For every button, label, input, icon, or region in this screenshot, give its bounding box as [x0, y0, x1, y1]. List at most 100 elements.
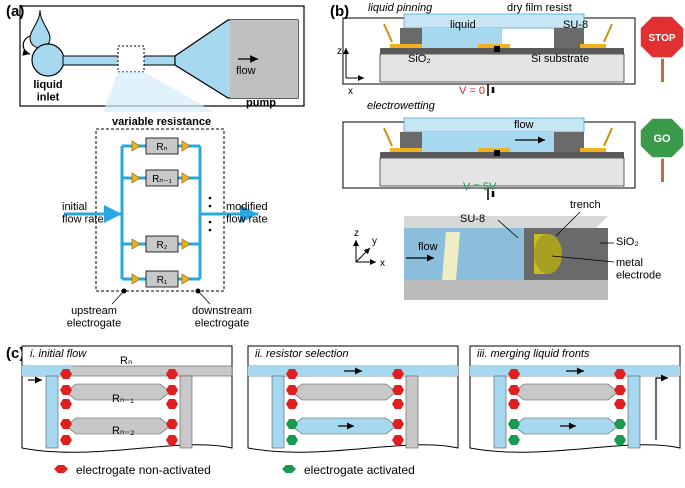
electrode-right — [580, 148, 606, 152]
upstream-gate-icon — [131, 238, 141, 250]
panel-b: (b) liquid pinning dry film resist liqui… — [330, 2, 685, 300]
electrode-left — [390, 148, 422, 152]
resistor-box — [145, 137, 179, 155]
electrogate-non-activated-icon — [392, 399, 404, 409]
leader-line — [551, 255, 615, 263]
ellipsis-dot — [208, 204, 212, 208]
left-manifold — [45, 375, 59, 449]
liquid-front — [442, 232, 460, 280]
stop-sign-post — [661, 50, 664, 82]
electrowetting-label: electrowetting — [367, 100, 436, 112]
su8-left — [400, 132, 422, 152]
sio2-layer — [380, 48, 624, 54]
su8-left — [400, 28, 422, 48]
wire-right — [603, 23, 613, 43]
liquid-inlet — [31, 43, 65, 77]
go-sign — [639, 117, 685, 159]
electrogate-activated-icon — [286, 419, 298, 429]
ellipsis-dot — [208, 220, 212, 224]
panel-c: (c) i. initial flow ii. resistor selecti… — [6, 345, 681, 477]
rn1-label: Rₙ₋₁ — [112, 393, 134, 405]
electrode-left — [390, 44, 422, 48]
electrogate-activated-icon — [286, 435, 298, 445]
electrogate-non-activated-icon — [614, 369, 626, 379]
top-liquid — [22, 366, 72, 376]
left-manifold — [271, 375, 285, 449]
si-substrate — [379, 157, 625, 187]
go-text: GO — [653, 133, 671, 145]
go-sign-post — [661, 150, 664, 182]
legend-red-hex — [54, 465, 68, 473]
trench-label: trench — [570, 199, 601, 211]
electrogate-non-activated-icon — [286, 369, 298, 379]
dry-film-resist — [403, 117, 585, 133]
axis-y-3d: y — [372, 236, 377, 247]
v5-label: V = 5V — [463, 181, 497, 193]
si-substrate-label: Si substrate — [531, 53, 589, 65]
resistor-label: Rₙ — [156, 142, 167, 153]
legend-activated: electrogate activated — [304, 463, 415, 477]
subpanel-initial-flow — [21, 345, 233, 453]
electrogate-non-activated-icon — [60, 419, 72, 429]
panel-b-label: (b) — [330, 3, 349, 20]
right-manifold — [627, 375, 641, 449]
curved-arrow-icon — [22, 35, 31, 56]
sio2-layer — [380, 152, 624, 158]
cross-section-stop — [342, 13, 636, 96]
electrogate-non-activated-icon — [286, 385, 298, 395]
electrogate-non-activated-icon — [60, 399, 72, 409]
wire-left — [383, 127, 393, 147]
rn2-label: Rₙ₋₂ — [112, 425, 134, 437]
downstream-gate-icon — [181, 172, 191, 184]
axis-x-label: x — [348, 86, 353, 97]
leader-line — [111, 290, 125, 305]
liquid-label: liquid — [450, 19, 476, 31]
right-manifold — [179, 375, 193, 449]
zoom-fan — [103, 72, 214, 112]
resistor-channel — [513, 383, 619, 401]
electrogate-non-activated-icon — [508, 385, 520, 395]
upstream-gate-icon — [131, 273, 141, 285]
zoom-box — [117, 45, 145, 73]
resistor-label: Rₙ₋₁ — [152, 174, 172, 185]
axis-x-3d: x — [380, 258, 385, 269]
subpanel-merging-liquid-fronts — [469, 345, 681, 453]
electrogate-non-activated-icon — [508, 399, 520, 409]
sub1-label: i. initial flow — [30, 348, 87, 360]
resistor-label: R₁ — [157, 275, 168, 286]
electrogate-activated-icon — [508, 435, 520, 445]
electrogate-non-activated-icon — [60, 385, 72, 395]
leader-line — [197, 290, 211, 305]
legend-non-activated: electrogate non-activated — [76, 463, 211, 477]
su8-right — [554, 28, 584, 48]
top-face — [404, 216, 608, 228]
electrogate-non-activated-icon — [286, 399, 298, 409]
flow-label-b: flow — [514, 119, 534, 131]
right-manifold — [405, 375, 419, 449]
electrogate-non-activated-icon — [166, 369, 178, 379]
wire-right — [603, 127, 613, 147]
upstream-gate-icon — [131, 172, 141, 184]
electrogate-non-activated-icon — [166, 419, 178, 429]
legend-green-hex — [282, 465, 296, 473]
ellipsis-dot — [208, 228, 212, 232]
electrogate-activated-icon — [614, 435, 626, 445]
substrate-3d — [404, 280, 608, 300]
electrogate-non-activated-icon — [392, 419, 404, 429]
resistor-label: R₂ — [156, 240, 167, 251]
liquid-body — [422, 132, 554, 152]
resistor-box — [145, 270, 179, 288]
electrogate-non-activated-icon — [614, 399, 626, 409]
si-substrate — [379, 53, 625, 83]
electrogate-non-activated-icon — [166, 399, 178, 409]
flow-label-3d: flow — [418, 241, 438, 253]
dry-film-resist-label: dry film resist — [507, 2, 572, 14]
sub2-label: ii. resistor selection — [255, 348, 349, 360]
downstream-gate-icon — [181, 140, 191, 152]
